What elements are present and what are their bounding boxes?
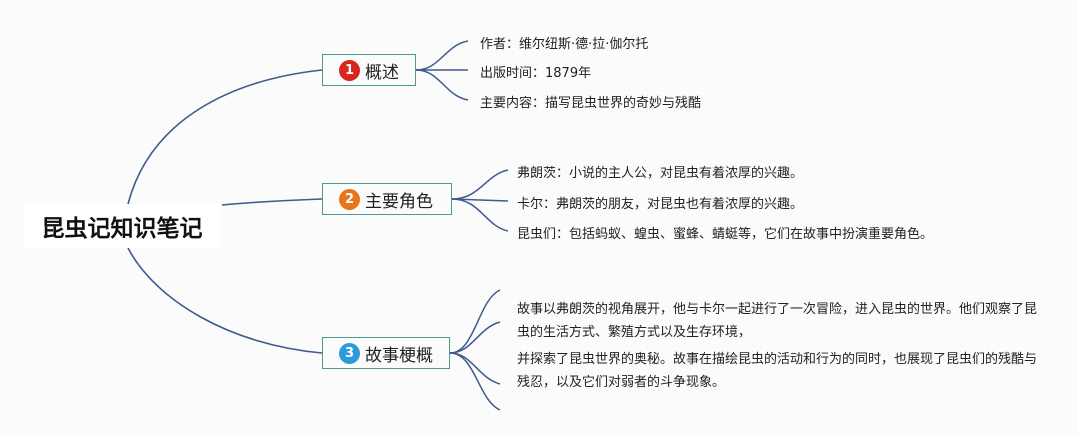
leaf-character-insects[interactable]: 昆虫们：包括蚂蚁、蝗虫、蜜蜂、蜻蜓等，它们在故事中扮演重要角色。 [517, 227, 934, 242]
branch-overview[interactable]: 1 概述 [322, 54, 416, 86]
leaf-character-karl[interactable]: 卡尔：弗朗茨的朋友，对昆虫也有着浓厚的兴趣。 [517, 197, 804, 212]
root-topic[interactable]: 昆虫记知识笔记 [24, 204, 220, 248]
leaf-character-franz[interactable]: 弗朗茨：小说的主人公，对昆虫有着浓厚的兴趣。 [517, 166, 804, 181]
connector-b1-leaf-3 [415, 69, 469, 101]
number-badge-1: 1 [339, 59, 360, 81]
number-badge-2: 2 [339, 188, 360, 210]
root-title: 昆虫记知识笔记 [41, 216, 203, 242]
connector-b1-leaf-1 [415, 40, 469, 71]
number-badge-3: 3 [339, 342, 360, 364]
connector-b3-bottom [449, 352, 501, 411]
connector-root-branch-3 [127, 247, 323, 354]
connector-b2-leaf-2 [451, 198, 509, 202]
connector-root-branch-1 [127, 69, 323, 205]
leaf-main-content[interactable]: 主要内容：描写昆虫世界的奇妙与残酷 [480, 96, 702, 111]
branch-label: 概述 [365, 62, 399, 83]
leaf-synopsis-part-1[interactable]: 故事以弗朗茨的视角展开，他与卡尔一起进行了一次冒险，进入昆虫的世界。他们观察了昆… [517, 302, 1038, 340]
leaf-synopsis-part-2[interactable]: 并探索了昆虫世界的奥秘。故事在描绘昆虫的活动和行为的同时，也展现了昆虫们的残酷与… [517, 352, 1038, 390]
connector-b3-lower [449, 352, 501, 385]
connector-b3-upper [449, 321, 501, 354]
connector-root-branch-2 [221, 198, 323, 206]
connector-b2-leaf-1 [451, 169, 509, 200]
connector-b2-leaf-3 [451, 198, 509, 232]
branch-main-characters[interactable]: 2 主要角色 [322, 183, 452, 215]
branch-story-synopsis[interactable]: 3 故事梗概 [322, 337, 450, 369]
branch-label: 故事梗概 [365, 345, 433, 366]
connector-b3-top [449, 289, 501, 354]
leaf-author[interactable]: 作者：维尔纽斯·德·拉·伽尔托 [480, 37, 649, 52]
leaf-publish-time[interactable]: 出版时间：1879年 [480, 66, 592, 81]
branch-label: 主要角色 [365, 191, 433, 212]
